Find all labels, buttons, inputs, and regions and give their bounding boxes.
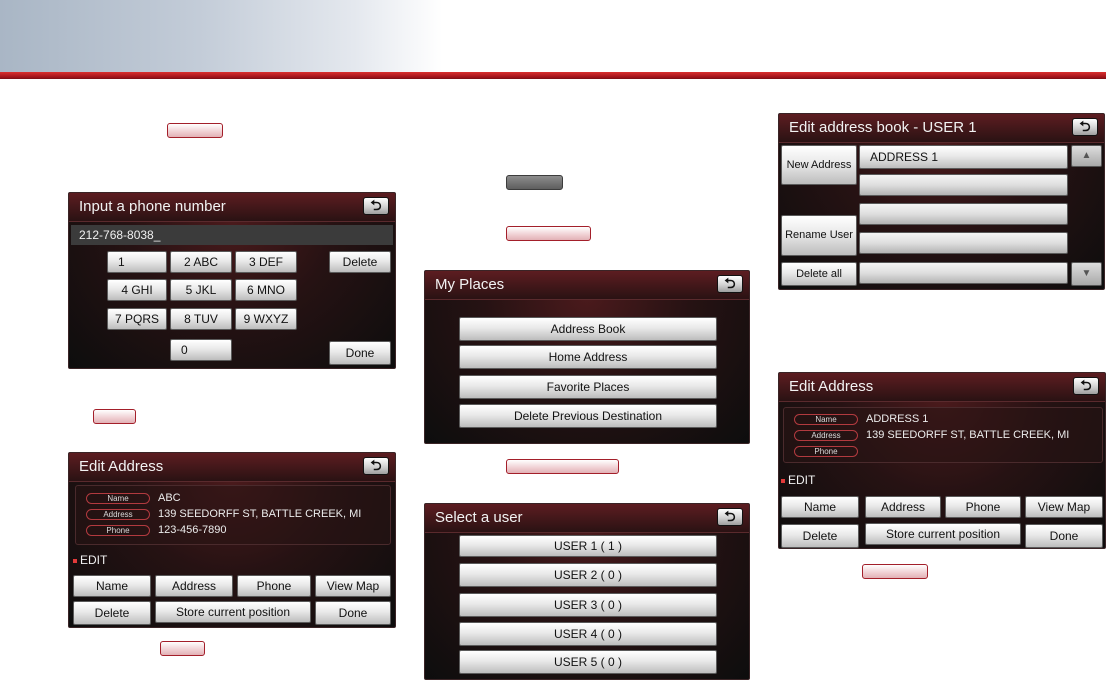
address-entry-5[interactable] bbox=[859, 262, 1068, 284]
my-places-screen: My Places ⮌ Address Book Home Address Fa… bbox=[424, 270, 750, 444]
name-value: ABC bbox=[158, 492, 181, 504]
phone-number-input[interactable]: 212-768-8038_ bbox=[71, 225, 393, 245]
phone-value: 123-456-7890 bbox=[158, 524, 227, 536]
address-info-box: Name ADDRESS 1 Address 139 SEEDORFF ST, … bbox=[783, 407, 1103, 463]
address-entry-2[interactable] bbox=[859, 174, 1068, 196]
callout-pill bbox=[506, 226, 591, 241]
user-2-button[interactable]: USER 2 ( 0 ) bbox=[459, 563, 717, 587]
screen-title: My Places bbox=[425, 271, 749, 300]
screen-title: Select a user bbox=[425, 504, 749, 533]
name-value: ADDRESS 1 bbox=[866, 413, 929, 425]
delete-button[interactable]: Delete bbox=[329, 251, 391, 273]
address-book-screen: Edit address book - USER 1 ⮌ New Address… bbox=[778, 113, 1105, 290]
screen-title: Input a phone number bbox=[69, 193, 395, 222]
phone-button[interactable]: Phone bbox=[945, 496, 1021, 518]
back-arrow-icon[interactable]: ⮌ bbox=[363, 197, 389, 215]
user-3-button[interactable]: USER 3 ( 0 ) bbox=[459, 593, 717, 617]
store-current-position-button[interactable]: Store current position bbox=[155, 601, 311, 623]
phone-label: Phone bbox=[86, 524, 150, 536]
key-4[interactable]: 4 GHI bbox=[107, 279, 167, 301]
delete-button[interactable]: Delete bbox=[73, 601, 151, 625]
back-arrow-icon[interactable]: ⮌ bbox=[717, 275, 743, 293]
address-info-box: Name ABC Address 139 SEEDORFF ST, BATTLE… bbox=[75, 485, 391, 545]
address-label: Address bbox=[86, 508, 150, 520]
callout-pill bbox=[506, 459, 619, 474]
scroll-up-icon[interactable]: ▲ bbox=[1071, 145, 1102, 167]
key-6[interactable]: 6 MNO bbox=[235, 279, 297, 301]
key-3[interactable]: 3 DEF bbox=[235, 251, 297, 273]
key-1[interactable]: 1 bbox=[107, 251, 167, 273]
scroll-down-icon[interactable]: ▼ bbox=[1071, 262, 1102, 286]
name-label: Name bbox=[794, 413, 858, 425]
key-7[interactable]: 7 PQRS bbox=[107, 308, 167, 330]
callout-pill-gray bbox=[506, 175, 563, 190]
view-map-button[interactable]: View Map bbox=[315, 575, 391, 597]
callout-pill bbox=[862, 564, 928, 579]
delete-all-button[interactable]: Delete all bbox=[781, 262, 857, 286]
delete-previous-destination-button[interactable]: Delete Previous Destination bbox=[459, 404, 717, 428]
callout-pill bbox=[167, 123, 223, 138]
back-arrow-icon[interactable]: ⮌ bbox=[1073, 377, 1099, 395]
screen-title: Edit address book - USER 1 bbox=[779, 114, 1104, 143]
address-button[interactable]: Address bbox=[865, 496, 941, 518]
address-button[interactable]: Address bbox=[155, 575, 233, 597]
phone-input-screen: Input a phone number ⮌ 212-768-8038_ 1 2… bbox=[68, 192, 396, 369]
name-button[interactable]: Name bbox=[781, 496, 859, 518]
back-arrow-icon[interactable]: ⮌ bbox=[717, 508, 743, 526]
address-book-button[interactable]: Address Book bbox=[459, 317, 717, 341]
address-entry-1[interactable]: ADDRESS 1 bbox=[859, 145, 1068, 169]
back-arrow-icon[interactable]: ⮌ bbox=[363, 457, 389, 475]
name-button[interactable]: Name bbox=[73, 575, 151, 597]
rename-user-button[interactable]: Rename User bbox=[781, 215, 857, 256]
address-value: 139 SEEDORFF ST, BATTLE CREEK, MI bbox=[866, 429, 1070, 441]
delete-button[interactable]: Delete bbox=[781, 524, 859, 548]
back-arrow-icon[interactable]: ⮌ bbox=[1072, 118, 1098, 136]
phone-label: Phone bbox=[794, 445, 858, 457]
page-header-banner bbox=[0, 0, 1106, 74]
key-9[interactable]: 9 WXYZ bbox=[235, 308, 297, 330]
name-label: Name bbox=[86, 492, 150, 504]
new-address-button[interactable]: New Address bbox=[781, 145, 857, 185]
user-4-button[interactable]: USER 4 ( 0 ) bbox=[459, 622, 717, 646]
edit-address-screen: Edit Address ⮌ Name ABC Address 139 SEED… bbox=[68, 452, 396, 628]
key-2[interactable]: 2 ABC bbox=[170, 251, 232, 273]
key-0[interactable]: 0 bbox=[170, 339, 232, 361]
favorite-places-button[interactable]: Favorite Places bbox=[459, 375, 717, 399]
user-5-button[interactable]: USER 5 ( 0 ) bbox=[459, 650, 717, 674]
select-user-screen: Select a user ⮌ USER 1 ( 1 ) USER 2 ( 0 … bbox=[424, 503, 750, 680]
key-5[interactable]: 5 JKL bbox=[170, 279, 232, 301]
done-button[interactable]: Done bbox=[1025, 524, 1103, 548]
edit-section-label: EDIT bbox=[781, 473, 815, 487]
address-value: 139 SEEDORFF ST, BATTLE CREEK, MI bbox=[158, 508, 362, 520]
edit-section-label: EDIT bbox=[73, 553, 107, 567]
key-8[interactable]: 8 TUV bbox=[170, 308, 232, 330]
done-button[interactable]: Done bbox=[329, 341, 391, 365]
address-label: Address bbox=[794, 429, 858, 441]
callout-pill bbox=[160, 641, 205, 656]
home-address-button[interactable]: Home Address bbox=[459, 345, 717, 369]
address-entry-3[interactable] bbox=[859, 203, 1068, 225]
header-red-rule bbox=[0, 72, 1106, 79]
screen-title: Edit Address bbox=[69, 453, 395, 482]
callout-pill bbox=[93, 409, 136, 424]
done-button[interactable]: Done bbox=[315, 601, 391, 625]
user-1-button[interactable]: USER 1 ( 1 ) bbox=[459, 535, 717, 557]
address-entry-4[interactable] bbox=[859, 232, 1068, 254]
screen-title: Edit Address bbox=[779, 373, 1105, 402]
edit-address-screen-2: Edit Address ⮌ Name ADDRESS 1 Address 13… bbox=[778, 372, 1106, 549]
phone-button[interactable]: Phone bbox=[237, 575, 311, 597]
store-current-position-button[interactable]: Store current position bbox=[865, 523, 1021, 545]
view-map-button[interactable]: View Map bbox=[1025, 496, 1103, 518]
